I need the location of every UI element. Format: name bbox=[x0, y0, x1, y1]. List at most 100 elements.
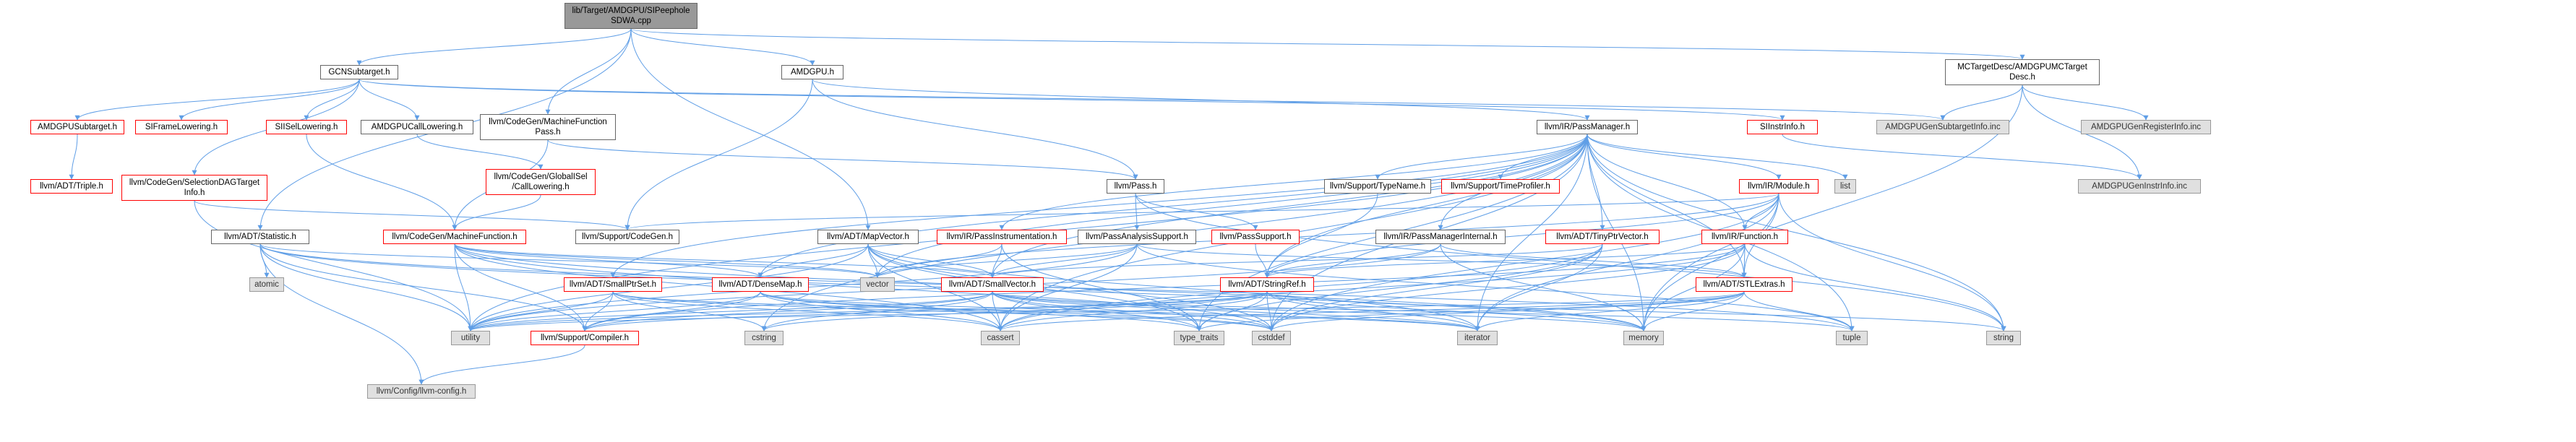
node-small-vector[interactable]: llvm/ADT/SmallVector.h bbox=[941, 277, 1044, 292]
node-amdgpu-gen-instr-info[interactable]: AMDGPUGenInstrInfo.inc bbox=[2078, 179, 2201, 194]
edge-gcnsubtarget-to-amdgpusubtarget bbox=[74, 79, 360, 121]
node-si-instr-info[interactable]: SIInstrInfo.h bbox=[1747, 120, 1818, 134]
node-pass[interactable]: llvm/Pass.h bbox=[1107, 179, 1164, 194]
edge-passmanager-to-vector bbox=[875, 134, 1588, 278]
node-cassert[interactable]: cassert bbox=[981, 331, 1020, 345]
node-type-traits[interactable]: type_traits bbox=[1174, 331, 1224, 345]
node-cstring[interactable]: cstring bbox=[744, 331, 783, 345]
edge-mapvector-to-utility bbox=[468, 243, 869, 332]
edge-irmodule-to-supportcodegen bbox=[624, 193, 1779, 230]
edge-siinstrinfo-to-amdgpugeninstrinfo bbox=[1782, 134, 2142, 180]
edge-smallvector-to-iterator bbox=[992, 291, 1480, 332]
edge-passmanager-to-typename bbox=[1375, 134, 1588, 180]
node-type-name[interactable]: llvm/Support/TypeName.h bbox=[1324, 179, 1431, 194]
edge-amdgpu-to-pass bbox=[812, 79, 1138, 180]
edge-machinefunctionpass-to-pass bbox=[547, 139, 1138, 180]
edge-irmodule-to-cstddef bbox=[1268, 193, 1779, 332]
node-pass-analysis-support[interactable]: llvm/PassAnalysisSupport.h bbox=[1078, 230, 1196, 244]
edge-irfunction-to-stringref bbox=[1264, 243, 1746, 278]
edge-gcnsubtarget-to-siframelowering bbox=[179, 79, 360, 121]
edge-passinstrumentation-to-vector bbox=[875, 243, 1003, 278]
node-pass-manager-internal[interactable]: llvm/IR/PassManagerInternal.h bbox=[1375, 230, 1506, 244]
edge-densemap-to-utility bbox=[468, 291, 761, 332]
node-tiny-ptr-vector[interactable]: llvm/ADT/TinyPtrVector.h bbox=[1545, 230, 1660, 244]
edge-stringref-to-compiler bbox=[582, 291, 1268, 332]
node-llvm-config[interactable]: llvm/Config/llvm-config.h bbox=[367, 384, 476, 399]
node-si-frame-lowering[interactable]: SIFrameLowering.h bbox=[135, 120, 228, 134]
edge-selectiondagtargetinfo-to-utility bbox=[194, 200, 473, 332]
edge-smallptrset-to-compiler bbox=[582, 291, 614, 332]
edge-stlextras-to-typetraits bbox=[1196, 291, 1745, 332]
node-mc-target-desc[interactable]: MCTargetDesc/AMDGPUMCTarget Desc.h bbox=[1945, 59, 2100, 85]
node-amdgpu-gen-subtarget-info[interactable]: AMDGPUGenSubtargetInfo.inc bbox=[1876, 120, 2009, 134]
node-amdgpu-call-lowering[interactable]: AMDGPUCallLowering.h bbox=[361, 120, 473, 134]
edge-pass-to-passanalysissupport bbox=[1134, 193, 1140, 230]
node-ir-function[interactable]: llvm/IR/Function.h bbox=[1701, 230, 1788, 244]
node-support-compiler[interactable]: llvm/Support/Compiler.h bbox=[531, 331, 639, 345]
edge-passmanager-to-stringref bbox=[1264, 134, 1588, 278]
edge-passmanager-to-smallvector bbox=[989, 134, 1588, 278]
edge-pass-to-string bbox=[1135, 193, 2006, 332]
node-pass-support[interactable]: llvm/PassSupport.h bbox=[1211, 230, 1300, 244]
edge-smallvector-to-utility bbox=[468, 291, 993, 332]
node-atomic[interactable]: atomic bbox=[249, 277, 284, 292]
node-map-vector[interactable]: llvm/ADT/MapVector.h bbox=[817, 230, 919, 244]
node-utility[interactable]: utility bbox=[451, 331, 490, 345]
node-triple[interactable]: llvm/ADT/Triple.h bbox=[30, 179, 113, 194]
node-gcn-subtarget[interactable]: GCNSubtarget.h bbox=[320, 65, 398, 79]
edge-smallvector-to-memory bbox=[992, 291, 1647, 332]
edge-densemap-to-typetraits bbox=[760, 291, 1202, 332]
edge-mapvector-to-densemap bbox=[757, 243, 869, 278]
edge-passmanager-to-densemap bbox=[757, 134, 1588, 278]
edge-statistic-to-vector bbox=[259, 243, 880, 278]
node-stl-extras[interactable]: llvm/ADT/STLExtras.h bbox=[1696, 277, 1793, 292]
edge-root-to-mapvector bbox=[630, 28, 871, 230]
edge-passmanager-to-list bbox=[1587, 134, 1848, 180]
edge-tinyptrvector-to-smallvector bbox=[989, 243, 1603, 278]
edge-irmodule-to-stringref bbox=[1264, 193, 1779, 278]
edge-passanalysissupport-to-cassert bbox=[997, 243, 1138, 332]
node-global-isel-call-lowering[interactable]: llvm/CodeGen/GlobalISel /CallLowering.h bbox=[486, 169, 596, 195]
node-si-isel-lowering[interactable]: SIISelLowering.h bbox=[266, 120, 347, 134]
node-list[interactable]: list bbox=[1834, 179, 1856, 194]
edge-machinefunction-to-densemap bbox=[454, 243, 763, 278]
edge-tinyptrvector-to-cstddef bbox=[1268, 243, 1603, 332]
edge-irfunction-to-compiler bbox=[582, 243, 1746, 332]
node-pass-instrumentation[interactable]: llvm/IR/PassInstrumentation.h bbox=[937, 230, 1067, 244]
node-amdgpu[interactable]: AMDGPU.h bbox=[781, 65, 843, 79]
edge-passmanager-to-iterator bbox=[1474, 134, 1588, 332]
node-time-profiler[interactable]: llvm/Support/TimeProfiler.h bbox=[1441, 179, 1560, 194]
node-statistic[interactable]: llvm/ADT/Statistic.h bbox=[211, 230, 309, 244]
edge-statistic-to-llvmconfig bbox=[259, 243, 424, 385]
node-machine-function[interactable]: llvm/CodeGen/MachineFunction.h bbox=[383, 230, 526, 244]
node-cstddef[interactable]: cstddef bbox=[1252, 331, 1291, 345]
node-memory[interactable]: memory bbox=[1623, 331, 1664, 345]
node-root-file[interactable]: lib/Target/AMDGPU/SIPeephole SDWA.cpp bbox=[564, 3, 697, 29]
node-iterator[interactable]: iterator bbox=[1457, 331, 1498, 345]
node-tuple[interactable]: tuple bbox=[1836, 331, 1868, 345]
node-small-ptr-set[interactable]: llvm/ADT/SmallPtrSet.h bbox=[564, 277, 662, 292]
node-pass-manager[interactable]: llvm/IR/PassManager.h bbox=[1537, 120, 1638, 134]
node-machine-function-pass[interactable]: llvm/CodeGen/MachineFunction Pass.h bbox=[480, 114, 616, 140]
node-string-ref[interactable]: llvm/ADT/StringRef.h bbox=[1220, 277, 1314, 292]
node-amdgpu-subtarget[interactable]: AMDGPUSubtarget.h bbox=[30, 120, 124, 134]
edge-passmanager-to-stlextras bbox=[1587, 134, 1747, 278]
node-dense-map[interactable]: llvm/ADT/DenseMap.h bbox=[712, 277, 809, 292]
node-vector[interactable]: vector bbox=[860, 277, 895, 292]
edge-mctargetdesc-to-amdgpugensubtargetinfo bbox=[1940, 84, 2023, 121]
node-string[interactable]: string bbox=[1986, 331, 2021, 345]
edge-irfunction-to-string bbox=[1744, 243, 2006, 332]
edge-stlextras-to-tuple bbox=[1743, 291, 1855, 332]
node-amdgpu-gen-register-info[interactable]: AMDGPUGenRegisterInfo.inc bbox=[2081, 120, 2211, 134]
edge-passanalysissupport-to-vector bbox=[875, 243, 1138, 278]
node-ir-module[interactable]: llvm/IR/Module.h bbox=[1739, 179, 1819, 194]
node-support-codegen[interactable]: llvm/Support/CodeGen.h bbox=[575, 230, 679, 244]
edge-stringref-to-cstring bbox=[761, 291, 1268, 332]
edge-irmodule-to-string bbox=[1778, 193, 2006, 332]
edge-passmanagerinternal-to-memory bbox=[1440, 243, 1647, 332]
edge-smallvector-to-cassert bbox=[992, 291, 1003, 332]
edge-root-to-mctargetdesc bbox=[630, 28, 2025, 60]
node-selection-dag-target-info[interactable]: llvm/CodeGen/SelectionDAGTarget Info.h bbox=[121, 175, 267, 201]
edge-stlextras-to-memory bbox=[1641, 291, 1745, 332]
